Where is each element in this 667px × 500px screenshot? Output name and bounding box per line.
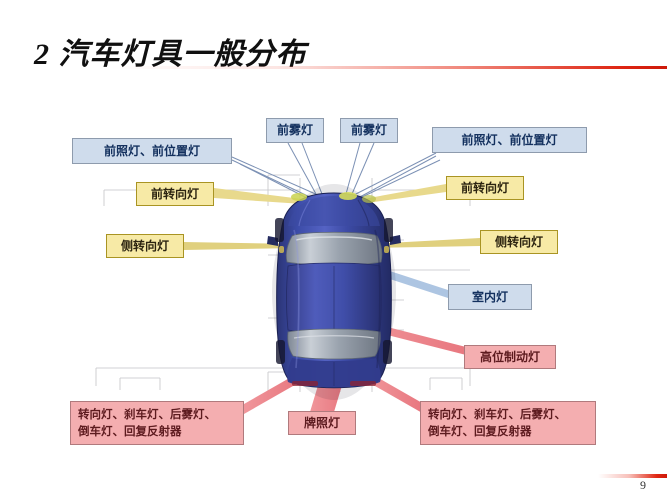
callout-front-fog-left: 前雾灯 [266, 118, 324, 143]
callout-front-headlamp-position-left: 前照灯、前位置灯 [72, 138, 232, 164]
page-number: 9 [640, 478, 646, 492]
callout-rear-cluster-left: 转向灯、刹车灯、后雾灯、 倒车灯、回复反射器 [70, 401, 244, 445]
callout-interior-lamp: 室内灯 [448, 284, 532, 310]
callout-front-turn-right: 前转向灯 [446, 176, 524, 200]
callout-front-headlamp-position-right: 前照灯、前位置灯 [432, 127, 587, 153]
callout-high-mount-stop-lamp: 高位制动灯 [464, 345, 556, 369]
callout-front-turn-left: 前转向灯 [136, 182, 214, 206]
callout-side-turn-right: 侧转向灯 [480, 230, 558, 254]
rear-lamp-right [350, 381, 376, 386]
title-number: 2 [34, 38, 50, 71]
callout-rear-cluster-right: 转向灯、刹车灯、后雾灯、 倒车灯、回复反射器 [420, 401, 596, 445]
callout-side-turn-left: 侧转向灯 [106, 234, 184, 258]
leader-lines-blue [231, 142, 441, 199]
car-top-view [267, 184, 401, 400]
front-lamp-right [339, 192, 357, 200]
title-underline-rule [110, 66, 667, 69]
footer-rule [598, 474, 667, 478]
rear-lamp-left [292, 381, 318, 386]
side-repeater-right [384, 246, 389, 253]
callout-front-fog-right: 前雾灯 [340, 118, 398, 143]
callout-license-plate-lamp: 牌照灯 [288, 411, 356, 435]
page-title: 2 汽车灯具一般分布 [34, 40, 307, 70]
side-repeater-left [279, 246, 284, 253]
front-lamp-left [291, 193, 307, 201]
title-text: 汽车灯具一般分布 [58, 37, 307, 72]
